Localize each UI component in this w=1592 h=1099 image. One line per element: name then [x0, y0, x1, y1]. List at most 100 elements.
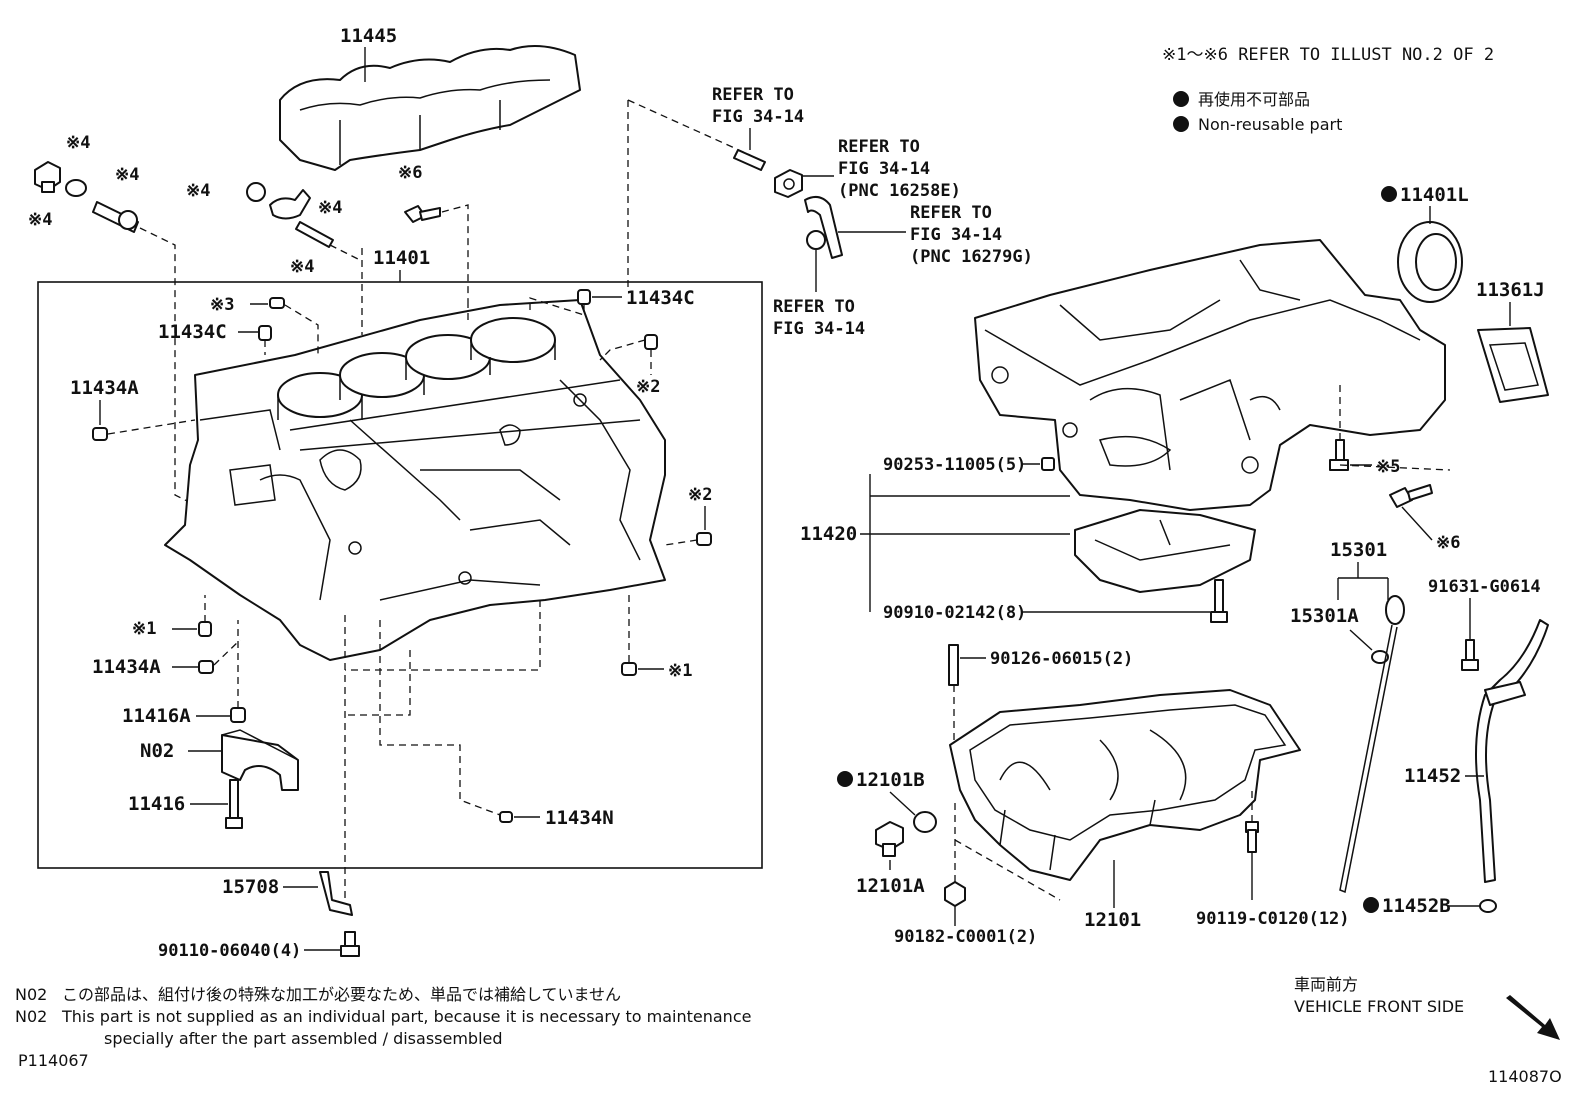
mark-2-a[interactable]: ※2	[636, 377, 660, 397]
mark-3[interactable]: ※3	[210, 295, 234, 315]
refer-3-line3[interactable]: (PNC 16279G)	[910, 247, 1033, 267]
label-15301A[interactable]: 15301A	[1290, 605, 1359, 627]
mark-1-a[interactable]: ※1	[132, 619, 156, 639]
footer-n02-jp-code: N02	[15, 985, 47, 1004]
label-11434N[interactable]: 11434N	[545, 807, 614, 829]
label-11445[interactable]: 11445	[340, 25, 397, 47]
label-11434A-b[interactable]: 11434A	[92, 656, 161, 678]
nut-icon	[34, 161, 61, 193]
refer-1-line1[interactable]: REFER TO	[712, 85, 794, 105]
mark-4-c[interactable]: ※4	[28, 210, 52, 230]
illustration-number-right: 114087O	[1488, 1067, 1562, 1086]
legend-en: Non-reusable part	[1198, 115, 1342, 134]
label-11420[interactable]: 11420	[800, 523, 857, 545]
non-reusable-bullet-icon	[1381, 186, 1397, 202]
dowel-pin-icon	[198, 660, 214, 674]
bracket-icon	[269, 189, 311, 220]
label-12101[interactable]: 12101	[1084, 909, 1141, 931]
label-91631[interactable]: 91631-G0614	[1428, 577, 1541, 597]
legend-jp: 再使用不可部品	[1198, 90, 1310, 109]
label-11361J[interactable]: 11361J	[1476, 279, 1545, 301]
stud-icon	[948, 644, 959, 686]
mark-4-b[interactable]: ※4	[115, 165, 139, 185]
oil-pump-strainer-shape	[1074, 509, 1256, 593]
label-11401L[interactable]: 11401L	[1400, 184, 1469, 206]
bearing-cap-shape	[221, 729, 299, 791]
nut-icon	[944, 881, 966, 907]
dipstick-guide-shape	[1475, 619, 1549, 883]
label-15301[interactable]: 15301	[1330, 539, 1387, 561]
dowel-pin-icon	[269, 297, 285, 309]
oil-pan-shape	[949, 689, 1301, 881]
label-12101A[interactable]: 12101A	[856, 875, 925, 897]
label-11434C-b[interactable]: 11434C	[626, 287, 695, 309]
oil-jet-icon	[319, 871, 353, 916]
refer-4-line2[interactable]: FIG 34-14	[773, 319, 865, 339]
dowel-pin-icon	[92, 427, 108, 441]
label-11452[interactable]: 11452	[1404, 765, 1461, 787]
label-90253[interactable]: 90253-11005(5)	[883, 455, 1026, 475]
dowel-pin-icon	[1041, 457, 1055, 471]
footer-n02-en-line2: specially after the part assembled / dis…	[104, 1029, 503, 1048]
refer-2-line1[interactable]: REFER TO	[838, 137, 920, 157]
engine-cover-shape	[279, 45, 581, 171]
front-direction-arrow-icon	[1506, 995, 1560, 1040]
refer-3-line1[interactable]: REFER TO	[910, 203, 992, 223]
stud-bolt-icon	[92, 201, 139, 233]
label-11416A[interactable]: 11416A	[122, 705, 191, 727]
bolt-icon	[404, 205, 441, 223]
label-11416[interactable]: 11416	[128, 793, 185, 815]
mark-4-a[interactable]: ※4	[66, 133, 90, 153]
dowel-pin-icon	[696, 532, 712, 546]
drain-plug-icon	[875, 821, 904, 857]
mark-1-b[interactable]: ※1	[668, 661, 692, 681]
nut-icon	[246, 182, 266, 202]
gasket-icon	[774, 169, 803, 198]
mark-4-d[interactable]: ※4	[186, 181, 210, 201]
bolt-icon	[1389, 484, 1433, 508]
bolt-icon	[1461, 639, 1479, 671]
label-90910[interactable]: 90910-02142(8)	[883, 603, 1026, 623]
label-12101B[interactable]: 12101B	[856, 769, 925, 791]
non-reusable-bullet-icon	[1173, 116, 1189, 132]
illustration-number-left: P114067	[18, 1051, 89, 1070]
stud-icon	[295, 221, 334, 248]
label-90182[interactable]: 90182-C0001(2)	[894, 927, 1037, 947]
dowel-pin-icon	[577, 289, 591, 305]
bolt-icon	[1210, 579, 1228, 623]
label-90126[interactable]: 90126-06015(2)	[990, 649, 1133, 669]
label-11434A-a[interactable]: 11434A	[70, 377, 139, 399]
label-11452B[interactable]: 11452B	[1382, 895, 1451, 917]
footer-n02-jp-text: この部品は、組付け後の特殊な加工が必要なため、単品では補給していません	[62, 985, 621, 1004]
mark-4-e[interactable]: ※4	[318, 198, 342, 218]
label-90110[interactable]: 90110-06040(4)	[158, 941, 301, 961]
crankcase-shape	[974, 239, 1446, 511]
label-11434C-a[interactable]: 11434C	[158, 321, 227, 343]
refer-4-line1[interactable]: REFER TO	[773, 297, 855, 317]
dipstick-shape	[1339, 595, 1405, 894]
refer-3-line2[interactable]: FIG 34-14	[910, 225, 1002, 245]
mark-4-f[interactable]: ※4	[290, 257, 314, 277]
label-11401[interactable]: 11401	[373, 247, 430, 269]
mark-2-b[interactable]: ※2	[688, 485, 712, 505]
dowel-pin-icon	[258, 325, 272, 341]
label-n02[interactable]: N02	[140, 740, 174, 762]
cover-plate-icon	[1477, 327, 1549, 403]
refer-1-line2[interactable]: FIG 34-14	[712, 107, 804, 127]
plug-icon	[806, 230, 826, 250]
refer-2-line3[interactable]: (PNC 16258E)	[838, 181, 961, 201]
label-15708[interactable]: 15708	[222, 876, 279, 898]
mark-6-b[interactable]: ※6	[1436, 533, 1460, 553]
footer-n02-en-code: N02	[15, 1007, 47, 1026]
mark-6-a[interactable]: ※6	[398, 163, 422, 183]
front-side-jp: 車両前方	[1294, 975, 1358, 994]
washer-icon	[65, 179, 87, 197]
refer-2-line2[interactable]: FIG 34-14	[838, 159, 930, 179]
non-reusable-bullet-icon	[1363, 897, 1379, 913]
footer-n02-en-line1: This part is not supplied as an individu…	[61, 1007, 751, 1026]
dowel-pin-icon	[644, 334, 658, 350]
label-90119[interactable]: 90119-C0120(12)	[1196, 909, 1350, 929]
dowel-pin-icon	[499, 811, 513, 823]
non-reusable-bullet-icon	[837, 771, 853, 787]
